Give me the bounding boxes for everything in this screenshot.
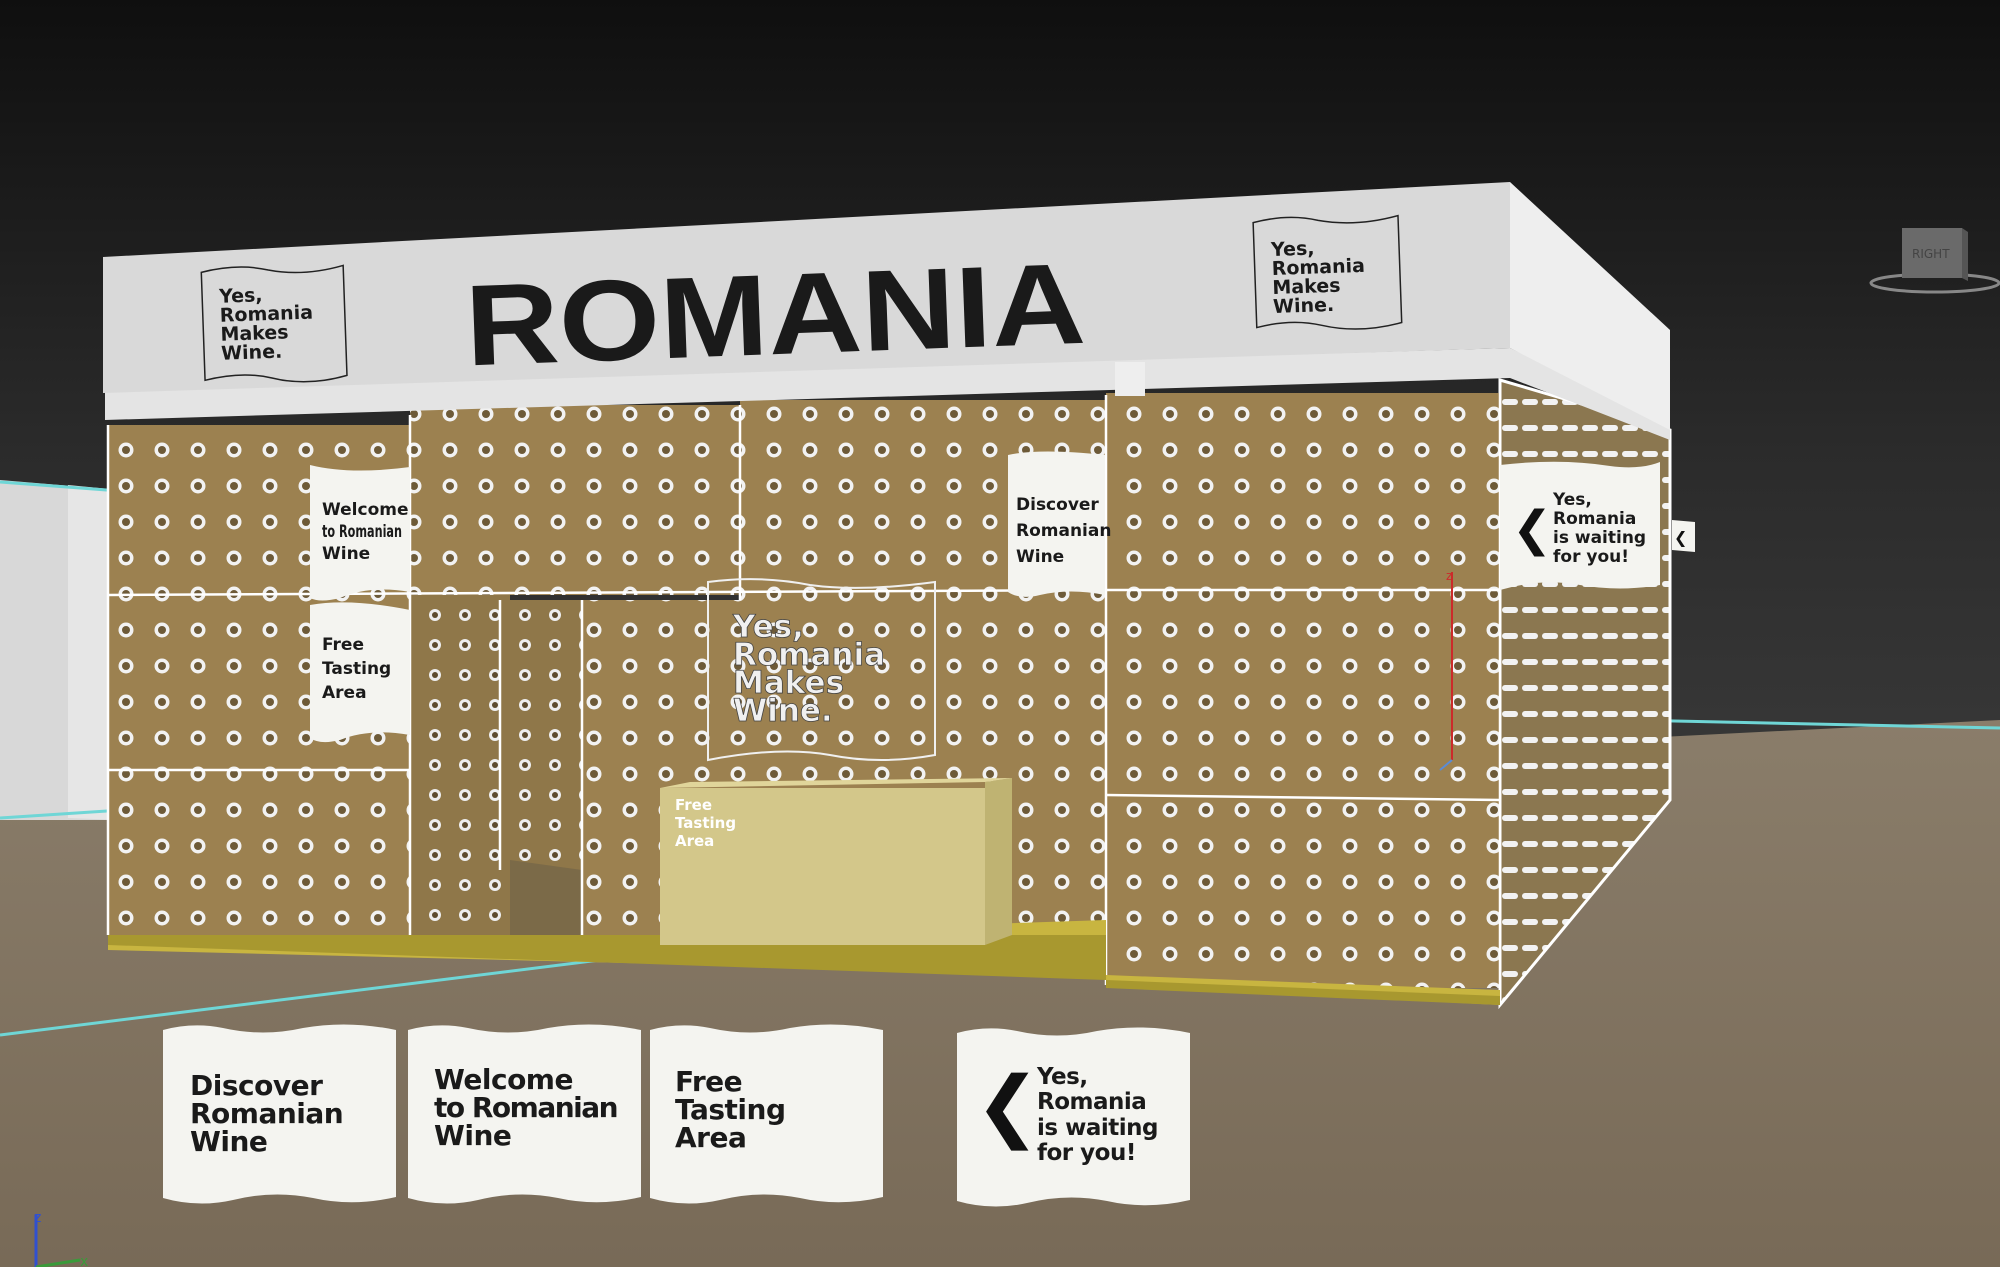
- svg-text:Tasting: Tasting: [322, 659, 391, 679]
- support-post: [1115, 362, 1145, 396]
- center-logo: Yes, Romania Makes Wine.: [707, 578, 936, 762]
- sample-sign-free-line-3: Area: [675, 1121, 747, 1154]
- badge-left-line-3: Makes: [220, 321, 289, 345]
- sample-sign-discover-line-2: Romanian: [190, 1097, 344, 1130]
- svg-text:Wine.: Wine.: [733, 693, 833, 729]
- tasting-counter: Free Tasting Area: [660, 778, 1012, 945]
- badge-left-line-1: Yes,: [218, 284, 263, 308]
- sample-sign-waiting-line-2: Romania: [1037, 1089, 1147, 1116]
- badge-right-line-3: Makes: [1272, 275, 1341, 299]
- sample-sign-discover: Discover Romanian Wine: [163, 1022, 396, 1205]
- sample-sign-free-line-2: Tasting: [675, 1093, 786, 1126]
- chevron-left-icon: ❮: [975, 1061, 1041, 1151]
- svg-text:❮: ❮: [1512, 501, 1552, 557]
- svg-text:Romania: Romania: [733, 637, 885, 673]
- svg-text:Free: Free: [322, 635, 364, 655]
- sample-sign-discover-line-3: Wine: [190, 1125, 268, 1158]
- sample-sign-welcome: Welcome to Romanian Wine: [408, 1022, 641, 1205]
- wall-sign-welcome: Welcome to Romanian Wine: [310, 465, 410, 601]
- sample-sign-welcome-line-1: Welcome: [434, 1063, 573, 1096]
- svg-text:Romania: Romania: [1553, 509, 1636, 529]
- svg-text:Welcome: Welcome: [322, 500, 409, 520]
- side-tag: ❮: [1672, 520, 1695, 552]
- floor-edge: [108, 935, 1500, 1005]
- axis-z-label: z: [34, 1210, 41, 1226]
- svg-text:is waiting: is waiting: [1553, 528, 1646, 548]
- fascia-underside: [105, 348, 1670, 440]
- svg-text:to Romanian: to Romanian: [322, 522, 402, 542]
- sample-sign-waiting-line-4: for you!: [1037, 1139, 1136, 1166]
- svg-text:for you!: for you!: [1553, 547, 1629, 567]
- svg-text:Wine: Wine: [322, 544, 370, 564]
- fascia-side: [1510, 182, 1670, 430]
- svg-text:Yes,: Yes,: [1552, 490, 1592, 510]
- svg-text:❮: ❮: [1674, 528, 1687, 547]
- svg-text:Makes: Makes: [733, 665, 844, 701]
- svg-text:Discover: Discover: [1016, 495, 1099, 515]
- svg-text:Area: Area: [322, 683, 367, 703]
- axis-triad: z x: [34, 1210, 88, 1267]
- viewcube-label: RIGHT: [1912, 247, 1950, 261]
- sample-sign-welcome-line-3: Wine: [434, 1119, 512, 1152]
- sample-sign-waiting: ❮ Yes, Romania is waiting for you!: [957, 1025, 1190, 1208]
- svg-text:Tasting: Tasting: [675, 814, 736, 832]
- badge-left-line-2: Romania: [219, 302, 313, 327]
- badge-right-line-2: Romania: [1271, 255, 1365, 280]
- fascia-badge-right: Yes, Romania Makes Wine.: [1252, 214, 1403, 330]
- sample-sign-free-line-1: Free: [675, 1065, 743, 1098]
- svg-text:z: z: [1446, 569, 1452, 583]
- svg-text:Wine: Wine: [1016, 547, 1064, 567]
- svg-text:Free: Free: [675, 796, 712, 814]
- fascia-badge-left: Yes, Romania Makes Wine.: [200, 264, 348, 383]
- sample-sign-free-tasting: Free Tasting Area: [650, 1022, 883, 1205]
- viewcube[interactable]: RIGHT: [1869, 228, 2000, 294]
- sample-sign-waiting-line-3: is waiting: [1037, 1114, 1158, 1141]
- axis-x-label: x: [80, 1254, 88, 1267]
- badge-right-line-4: Wine.: [1273, 294, 1335, 318]
- fascia-title: ROMANIA: [463, 240, 1087, 391]
- sample-sign-welcome-line-2: to Romanian: [434, 1091, 619, 1124]
- wall-sign-free-tasting: Free Tasting Area: [310, 602, 410, 743]
- wall-axis-gizmo: z: [1439, 569, 1453, 771]
- svg-text:Romanian: Romanian: [1016, 521, 1111, 541]
- sample-sign-discover-line-1: Discover: [190, 1069, 323, 1102]
- badge-right-line-1: Yes,: [1270, 238, 1315, 262]
- svg-text:Area: Area: [675, 832, 714, 850]
- fascia-front: [103, 182, 1510, 393]
- wall-sign-discover: Discover Romanian Wine: [1008, 451, 1111, 597]
- svg-text:Yes,: Yes,: [732, 609, 804, 645]
- wall-sign-waiting: ❮ Yes, Romania is waiting for you!: [1500, 461, 1660, 590]
- sample-sign-waiting-line-1: Yes,: [1037, 1064, 1088, 1090]
- badge-left-line-4: Wine.: [221, 341, 283, 365]
